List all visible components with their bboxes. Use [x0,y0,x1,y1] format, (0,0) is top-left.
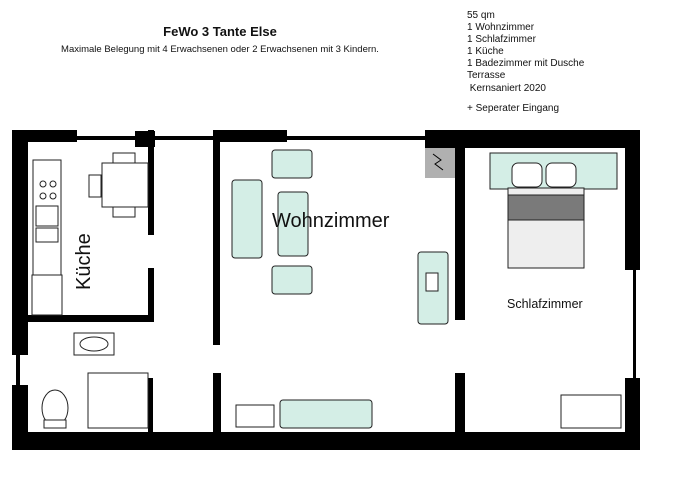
room-label-kitchen: Küche [73,233,95,290]
fact-item: Kernsaniert 2020 [467,82,546,94]
fact-item: 1 Wohnzimmer [467,22,535,34]
bed-icon [489,152,622,429]
dining-table-icon [88,152,149,218]
bathroom-fixtures [41,332,149,429]
walls [12,130,640,450]
fact-item: 1 Schlafzimmer [467,34,536,46]
fact-extra: + Seperater Eingang [467,102,560,114]
room-label-bedroom: Schlafzimmer [507,297,583,311]
room-label-living: Wohnzimmer [272,210,390,232]
fact-item: 55 qm [467,10,495,21]
kitchen-counter-icon [31,159,63,316]
occupancy-note: Maximale Belegung mit 4 Erwachsenen oder… [61,44,379,55]
fact-item: 1 Badezimmer mit Dusche [467,58,585,70]
fact-item: 1 Küche [467,46,504,58]
fact-item: Terrasse [467,70,506,82]
facts-list: 55 qm 1 Wohnzimmer 1 Schlafzimmer 1 Küch… [467,10,584,115]
living-furniture [231,149,449,429]
stair-icon [425,148,455,178]
page-title: FeWo 3 Tante Else [163,24,277,39]
